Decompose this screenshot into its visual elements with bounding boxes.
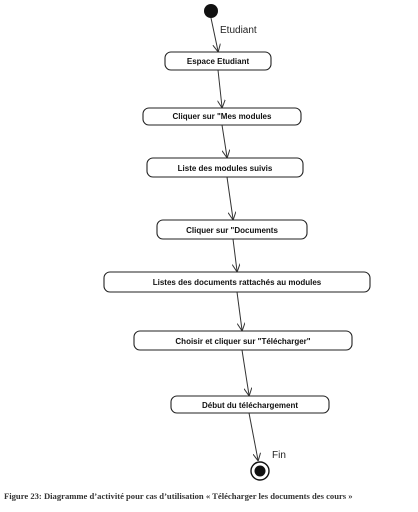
action-choisir-telecharger: Choisir et cliquer sur "Télécharger" — [133, 330, 353, 351]
svg-text:Cliquer sur "Mes modules: Cliquer sur "Mes modules — [173, 112, 272, 121]
svg-text:Espace Etudiant: Espace Etudiant — [187, 57, 250, 66]
svg-text:Début du téléchargement: Début du téléchargement — [202, 401, 298, 410]
edge-step-5-to-step-6 — [236, 291, 242, 330]
end-label: Fin — [272, 450, 286, 461]
initial-node — [204, 4, 218, 18]
action-debut-telechargement: Début du téléchargement — [170, 395, 330, 414]
edge-step-3-to-step-4 — [226, 176, 233, 219]
edge-step-2-to-step-3 — [221, 124, 227, 157]
action-listes-documents: Listes des documents rattachés au module… — [103, 271, 371, 293]
edge-step-1-to-step-2 — [218, 69, 222, 107]
edge-step-6-to-step-7 — [241, 349, 249, 395]
activity-diagram: Etudiant Espace Etudiant Cliquer sur "Me… — [103, 4, 371, 481]
svg-text:Liste des modules suivis: Liste des modules suivis — [178, 164, 273, 173]
action-liste-modules-suivis: Liste des modules suivis — [146, 157, 304, 178]
action-cliquer-mes-modules: Cliquer sur "Mes modules — [142, 107, 302, 126]
action-espace-etudiant: Espace Etudiant — [164, 51, 272, 71]
edge-start-to-step-1 — [210, 17, 218, 51]
final-node — [250, 461, 270, 481]
start-actor-label: Etudiant — [220, 25, 257, 36]
action-cliquer-documents: Cliquer sur "Documents — [156, 219, 308, 240]
edge-step-4-to-step-5 — [233, 238, 237, 271]
svg-text:Cliquer sur "Documents: Cliquer sur "Documents — [186, 226, 278, 235]
svg-text:Listes des documents rattachés: Listes des documents rattachés au module… — [153, 278, 322, 287]
figure-caption: Figure 23: Diagramme d’activité pour cas… — [4, 491, 353, 501]
svg-text:Choisir et cliquer sur "Téléch: Choisir et cliquer sur "Télécharger" — [175, 337, 310, 346]
edge-step-7-to-end — [248, 412, 258, 460]
